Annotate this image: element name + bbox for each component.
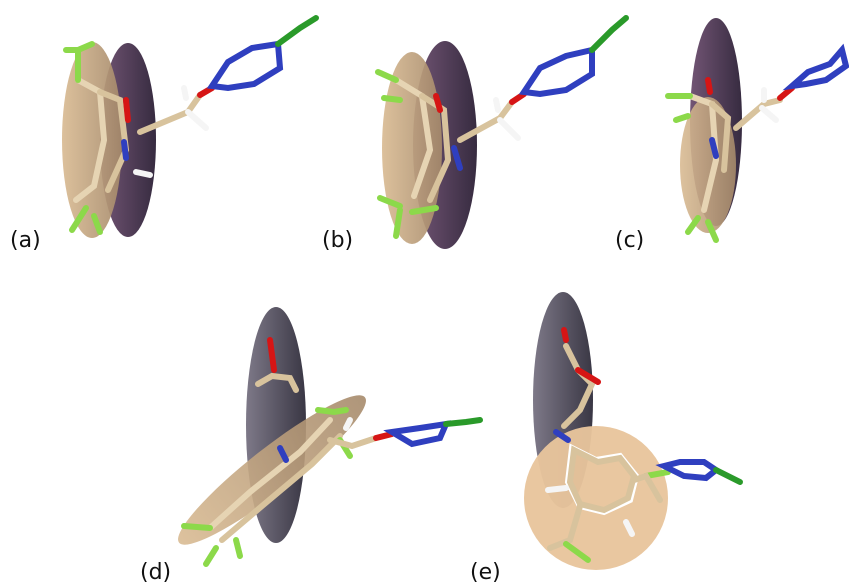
ring-plane-tan — [62, 42, 122, 238]
panel-a — [62, 15, 319, 238]
panel-b — [375, 15, 629, 249]
panel-label-d: (d) — [140, 560, 172, 585]
molecule-c — [665, 43, 849, 243]
molecule-a — [63, 15, 319, 235]
panel-label-e: (e) — [470, 560, 501, 585]
ring-plane-tan — [680, 97, 736, 233]
panel-c — [665, 18, 849, 243]
panel-label-b: (b) — [322, 228, 354, 253]
panel-label-a: (a) — [10, 228, 41, 253]
ring-plane-tan — [524, 426, 668, 570]
panel-label-c: (c) — [615, 228, 645, 253]
molecule-e — [545, 327, 743, 563]
panel-d — [178, 307, 483, 567]
panel-e — [524, 292, 743, 570]
molecule-d — [181, 337, 483, 567]
molecule-b — [375, 15, 629, 239]
